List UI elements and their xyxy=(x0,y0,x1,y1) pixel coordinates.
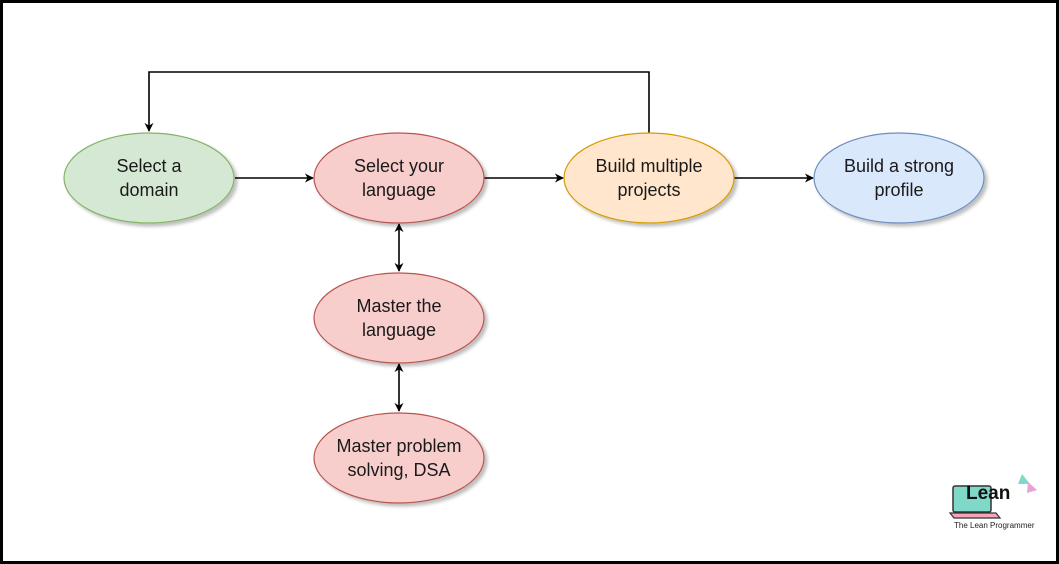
node-label-master-dsa: Master problem solving, DSA xyxy=(336,436,462,480)
node-build-projects xyxy=(563,132,735,224)
lean-programmer-logo: Lean The Lean Programmer xyxy=(948,472,1040,534)
edge-projects-loop-to-domain xyxy=(144,71,650,133)
node-label-build-profile: Build a strong profile xyxy=(843,156,955,200)
node-master-language xyxy=(313,272,485,364)
node-select-domain xyxy=(63,132,235,224)
laptop-icon xyxy=(948,474,1037,519)
node-select-language xyxy=(313,132,485,224)
node-label-select-domain: Select a domain xyxy=(116,156,182,200)
node-build-profile xyxy=(813,132,985,224)
node-label-build-projects: Build multiple projects xyxy=(595,156,703,200)
logo-word: Lean xyxy=(966,483,1011,504)
logo-caption: The Lean Programmer xyxy=(954,521,1035,530)
node-master-dsa xyxy=(313,412,485,504)
node-label-select-language: Select your language xyxy=(353,156,445,200)
node-label-master-language: Master the language xyxy=(356,296,442,340)
